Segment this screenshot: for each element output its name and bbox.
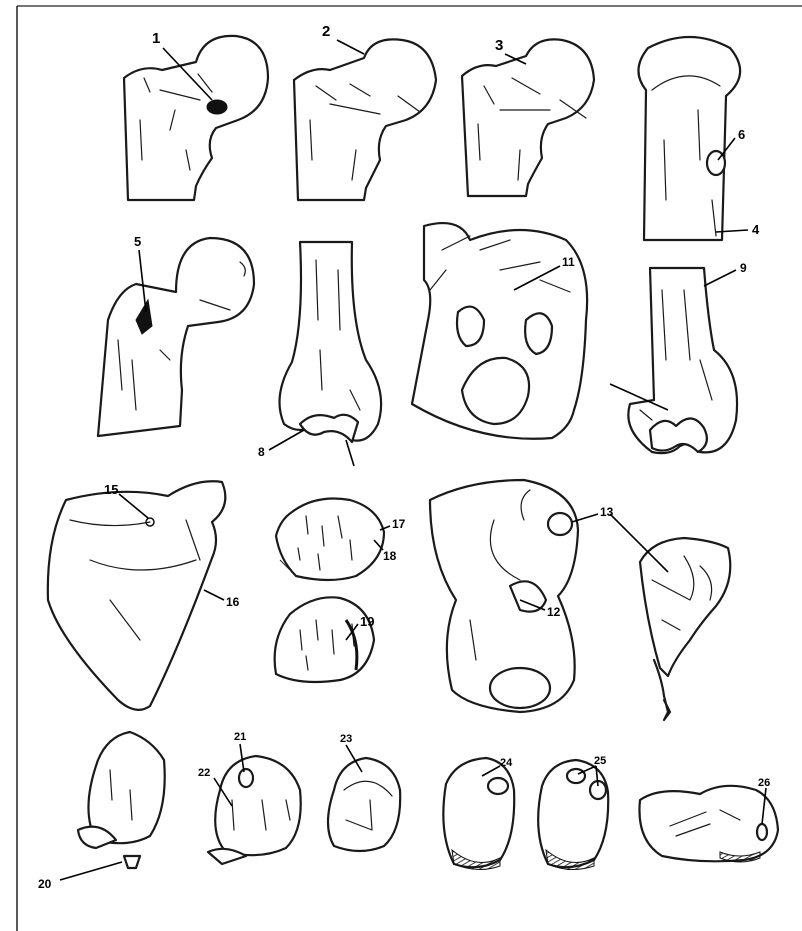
femur-proximal-5	[98, 238, 254, 436]
label-8: 8	[258, 445, 265, 459]
label-26: 26	[758, 777, 770, 789]
label-21: 21	[234, 731, 246, 743]
label-18: 18	[383, 549, 397, 563]
patella-19	[275, 597, 374, 682]
calcaneus-26	[639, 786, 778, 862]
label-20: 20	[38, 877, 52, 891]
label-2: 2	[322, 23, 330, 40]
label-24: 24	[500, 757, 513, 769]
label-1: 1	[152, 30, 160, 47]
label-5: 5	[134, 234, 141, 249]
label-16: 16	[226, 595, 240, 609]
label-22: 22	[198, 767, 210, 779]
label-19: 19	[360, 614, 374, 629]
navicular-23	[328, 758, 400, 851]
scapula-15-16	[48, 481, 226, 710]
label-13: 13	[600, 505, 614, 519]
pelvis-11	[412, 223, 587, 439]
pelvis-12-13	[430, 480, 578, 712]
label-15: 15	[104, 482, 118, 497]
label-4: 4	[752, 222, 760, 237]
label-6: 6	[738, 127, 745, 142]
femur-anterior-4	[638, 37, 740, 240]
femur-proximal-1	[124, 36, 268, 200]
label-9: 9	[740, 261, 747, 275]
cuboid-24	[443, 758, 514, 870]
label-11: 11	[562, 255, 575, 269]
femur-proximal-3	[462, 39, 594, 196]
label-3: 3	[495, 37, 503, 54]
label-17: 17	[392, 517, 406, 531]
label-25: 25	[594, 755, 606, 767]
femur-distal-8	[280, 242, 382, 442]
talus-20	[78, 732, 165, 868]
humerus-distal-9	[628, 268, 737, 453]
calcaneus-21-22	[208, 756, 301, 864]
patella-17-18	[276, 499, 384, 581]
femur-proximal-2	[294, 39, 436, 200]
sacrum-coccyx	[640, 538, 730, 720]
label-12: 12	[547, 605, 561, 619]
label-23: 23	[340, 733, 352, 745]
